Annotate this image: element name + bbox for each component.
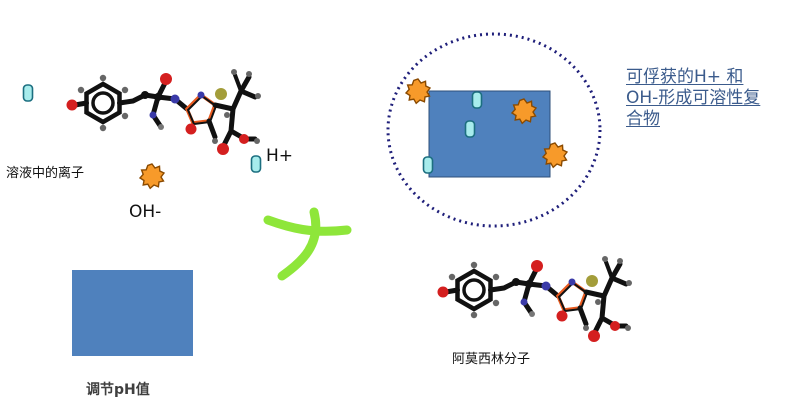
hydroxide-label: OH- bbox=[129, 202, 162, 222]
ph-adjuster-box bbox=[72, 270, 193, 356]
h-plus-capsule-icon bbox=[250, 155, 262, 173]
adjust-ph-label: 调节pH值 bbox=[86, 382, 150, 398]
complex-note[interactable]: 可俘获的H+ 和 OH-形成可溶性复 合物 bbox=[626, 67, 798, 130]
complex-note-line: 可俘获的H+ 和 bbox=[626, 67, 744, 87]
complex-note-line: 合物 bbox=[626, 109, 660, 129]
h-plus-capsule-icon bbox=[471, 91, 483, 109]
proton-label: H+ bbox=[266, 146, 294, 166]
amoxicillin-label: 阿莫西林分子 bbox=[452, 352, 531, 367]
ions-in-solution-label: 溶液中的离子 bbox=[6, 166, 85, 181]
amoxicillin-molecule-icon-right bbox=[438, 256, 633, 342]
complex-box bbox=[428, 90, 551, 178]
complex-boundary bbox=[386, 32, 602, 228]
oh-minus-star-icon bbox=[139, 163, 165, 190]
complex-note-line: OH-形成可溶性复 bbox=[626, 88, 761, 108]
arrow-icon bbox=[263, 207, 352, 281]
oh-minus-star-icon bbox=[405, 78, 431, 105]
amoxicillin-molecule-icon-left bbox=[67, 69, 262, 155]
h-plus-capsule-icon bbox=[464, 120, 476, 138]
h-plus-capsule-icon bbox=[22, 84, 34, 102]
h-plus-capsule-icon bbox=[422, 156, 434, 174]
